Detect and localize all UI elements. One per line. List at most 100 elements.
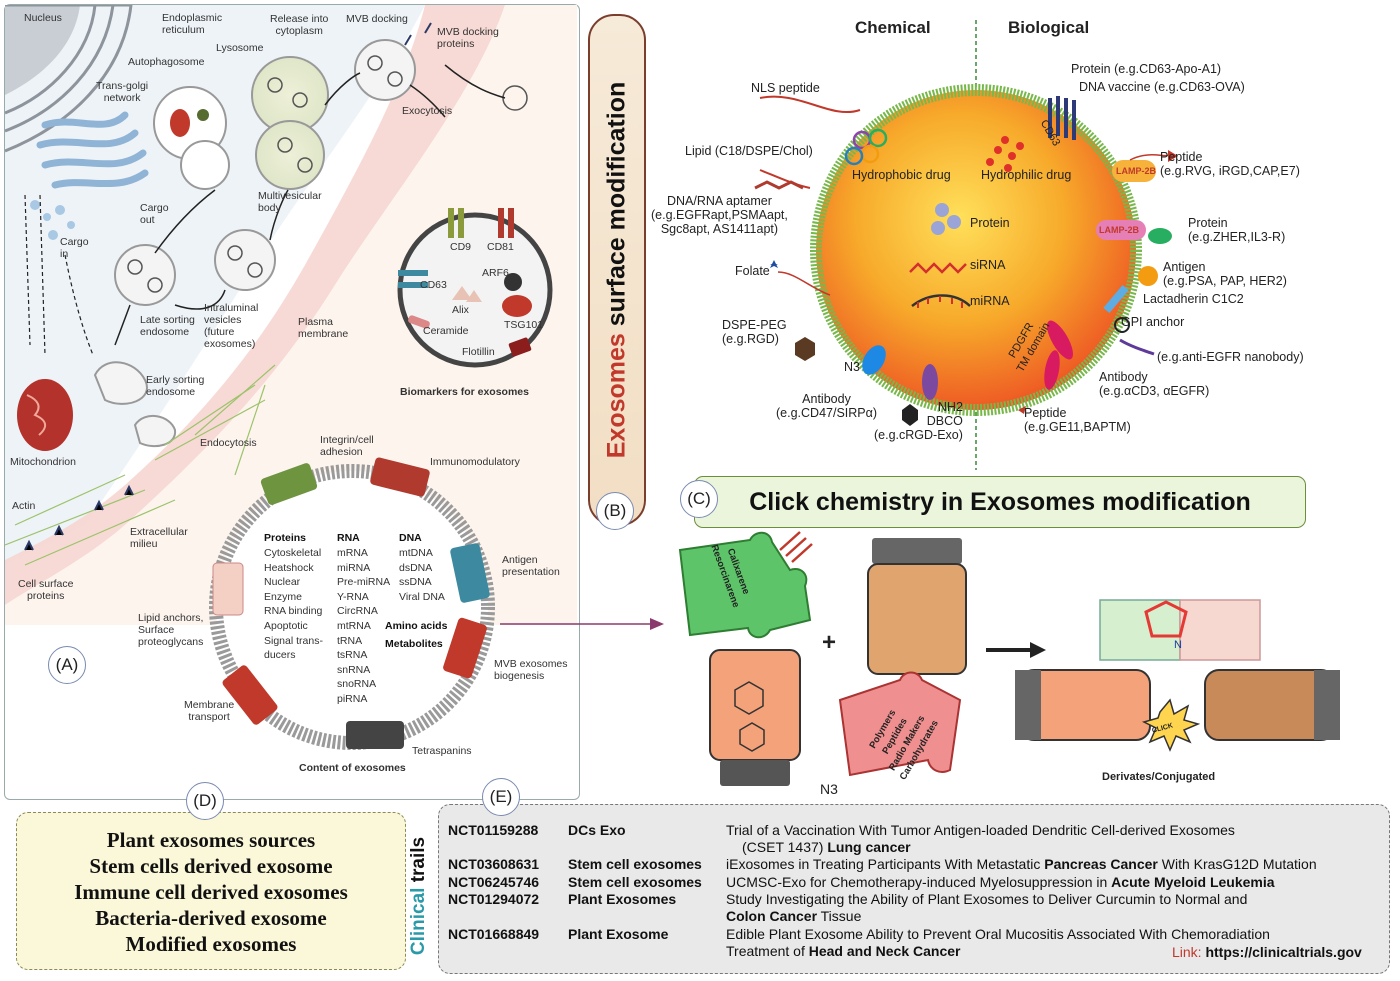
exosome-content-illustration bbox=[209, 457, 495, 750]
label-lactadherin: Lactadherin C1C2 bbox=[1143, 292, 1244, 306]
trial-type: Stem cell exosomes bbox=[568, 856, 702, 872]
label-plasma-membrane: Plasma membrane bbox=[298, 316, 349, 340]
trial-id: NCT03608631 bbox=[448, 856, 540, 872]
header-chemical: Chemical bbox=[855, 18, 931, 37]
label-lamp2b-2: LAMP-2B bbox=[1099, 225, 1139, 235]
label-cargo-out: Cargo out bbox=[140, 202, 169, 226]
dna-list: mtDNA dsDNA ssDNA Viral DNA bbox=[399, 547, 445, 603]
source-item: Stem cells derived exosome bbox=[89, 854, 333, 878]
trial-title: iExosomes in Treating Participants With … bbox=[726, 856, 1317, 873]
exosome-sources-box: Plant exosomes sources Stem cells derive… bbox=[16, 812, 406, 970]
label-folate: Folate bbox=[735, 264, 770, 278]
trial-id: NCT01668849 bbox=[448, 926, 540, 942]
trial-title-pre: UCMSC-Exo for Chemotherapy-induced Myelo… bbox=[726, 874, 1112, 890]
label-cargo-in: Cargo in bbox=[60, 236, 89, 260]
trials-link[interactable]: Link: https://clinicaltrials.gov bbox=[1172, 944, 1362, 961]
label-tsg101: TSG101 bbox=[504, 319, 544, 331]
label-ilv: Intraluminal vesicles (future exosomes) bbox=[204, 302, 259, 350]
trial-disease: Head and Neck Cancer bbox=[808, 943, 961, 959]
label-cd63: CD63 bbox=[420, 279, 447, 291]
label-mitochondrion: Mitochondrion bbox=[10, 456, 76, 468]
trial-title-pre: iExosomes in Treating Participants With … bbox=[726, 856, 1045, 872]
panel-e-tag: (E) bbox=[482, 778, 520, 816]
cell-illustration bbox=[5, 5, 577, 625]
source-item: Bacteria-derived exosome bbox=[95, 906, 327, 930]
biomarkers-title: Biomarkers for exosomes bbox=[400, 386, 529, 398]
label-n3-c: N3 bbox=[820, 781, 838, 797]
trial-title-post: Tissue bbox=[817, 908, 862, 924]
trial-disease: Acute Myeloid Leukemia bbox=[1111, 874, 1275, 890]
label-release: Release into cytoplasm bbox=[270, 13, 329, 37]
trial-disease: Lung cancer bbox=[827, 839, 911, 855]
label-antigen-presentation: Antigen presentation bbox=[502, 554, 560, 578]
label-dna-vaccine: DNA vaccine (e.g.CD63-OVA) bbox=[1079, 80, 1245, 94]
label-plus: + bbox=[822, 629, 837, 656]
trial-title-cont: Colon Cancer Tissue bbox=[726, 908, 861, 925]
label-mirna: miRNA bbox=[970, 294, 1010, 308]
trial-type: DCs Exo bbox=[568, 822, 626, 838]
label-lipid: Lipid (C18/DSPE/Chol) bbox=[685, 144, 813, 158]
label-er: Endoplasmic reticulum bbox=[162, 12, 223, 36]
link-label: Link: bbox=[1172, 944, 1202, 960]
label-antibody-right: Antibody (e.g.αCD3, αEGFR) bbox=[1099, 370, 1210, 398]
label-immuno: Immunomodulatory bbox=[430, 456, 520, 468]
label-dbco: NH2 DBCO (e.g.cRGD-Exo) bbox=[874, 400, 963, 442]
trial-title-cont-pre: (CSET 1437) bbox=[742, 839, 828, 855]
label-autophagosome: Autophagosome bbox=[128, 56, 205, 68]
label-cell-surface: Cell surface proteins bbox=[18, 578, 74, 602]
proteins-header: Proteins bbox=[264, 532, 307, 544]
biomarkers-illustration bbox=[397, 208, 553, 368]
trial-title: Study Investigating the Ability of Plant… bbox=[726, 891, 1248, 907]
label-endocytosis: Endocytosis bbox=[200, 437, 257, 449]
label-mvb-docking: MVB docking bbox=[346, 13, 408, 25]
click-chemistry-illustration bbox=[678, 531, 1340, 786]
label-late-sorting: Late sorting endosome bbox=[140, 314, 195, 338]
panel-c-tag: (C) bbox=[680, 480, 718, 518]
trial-title: Trial of a Vaccination With Tumor Antige… bbox=[726, 822, 1235, 838]
trial-disease: Pancreas Cancer bbox=[1044, 856, 1158, 872]
label-lysosome: Lysosome bbox=[216, 42, 264, 54]
label-nucleus: Nucleus bbox=[24, 12, 62, 24]
clinical-trials-box bbox=[438, 804, 1390, 974]
label-mvb-docking-proteins: MVB docking proteins bbox=[437, 26, 499, 50]
label-protein-apo: Protein (e.g.CD63-Apo-A1) bbox=[1071, 62, 1222, 76]
label-cd81: CD81 bbox=[487, 241, 514, 253]
trial-id: NCT06245746 bbox=[448, 874, 540, 890]
modification-illustration bbox=[754, 20, 1178, 470]
label-gpi: GPI anchor bbox=[1121, 315, 1185, 329]
dna-header: DNA bbox=[399, 532, 422, 544]
sidebar-word-surface: surface modification bbox=[602, 81, 631, 334]
side-word-clinical: Clinical bbox=[408, 887, 429, 956]
label-peptide-ge11: Peptide (e.g.GE11,BAPTM) bbox=[1024, 406, 1131, 434]
label-actin: Actin bbox=[12, 500, 36, 512]
trial-disease: Colon Cancer bbox=[726, 908, 818, 924]
link-url[interactable]: https://clinicaltrials.gov bbox=[1205, 944, 1362, 960]
source-item: Modified exosomes bbox=[125, 932, 297, 956]
label-triazole-n: N bbox=[1174, 639, 1182, 651]
amino-acids: Amino acids bbox=[385, 620, 448, 632]
source-item: Immune cell derived exosomes bbox=[74, 880, 348, 904]
panel-a-tag: (A) bbox=[48, 646, 86, 684]
label-integrin: Integrin/cell adhesion bbox=[320, 434, 374, 458]
source-item: Plant exosomes sources bbox=[106, 828, 316, 852]
label-peptide-rvg: Peptide (e.g.RVG, iRGD,CAP,E7) bbox=[1160, 150, 1300, 178]
arrow-to-click bbox=[500, 618, 664, 630]
label-tetraspanins: Tetraspanins bbox=[412, 745, 472, 757]
trial-title-cont: (CSET 1437) Lung cancer bbox=[742, 839, 911, 856]
label-nls: NLS peptide bbox=[751, 81, 820, 95]
label-arf6: ARF6 bbox=[482, 267, 509, 279]
trial-type: Plant Exosome bbox=[568, 926, 669, 942]
label-hydrophobic: Hydrophobic drug bbox=[852, 168, 951, 182]
sidebar-word-exosomes: Exosomes bbox=[602, 333, 631, 459]
label-flotillin: Flotillin bbox=[462, 346, 495, 358]
panel-b-sidebar: Exosomes surface modification bbox=[588, 14, 646, 526]
label-n3-b: N3 bbox=[844, 360, 860, 374]
label-sirna: siRNA bbox=[970, 258, 1006, 272]
label-antibody-left: Antibody (e.g.CD47/SIRPα) bbox=[776, 392, 878, 420]
trial-title: UCMSC-Exo for Chemotherapy-induced Myelo… bbox=[726, 874, 1275, 891]
click-chemistry-banner: Click chemistry in Exosomes modification bbox=[694, 476, 1306, 528]
header-biological: Biological bbox=[1008, 18, 1090, 37]
label-exocytosis: Exocytosis bbox=[402, 105, 453, 117]
panel-d-tag: (D) bbox=[186, 782, 224, 820]
clinical-trials-side-label: Clinical trails bbox=[399, 826, 439, 966]
